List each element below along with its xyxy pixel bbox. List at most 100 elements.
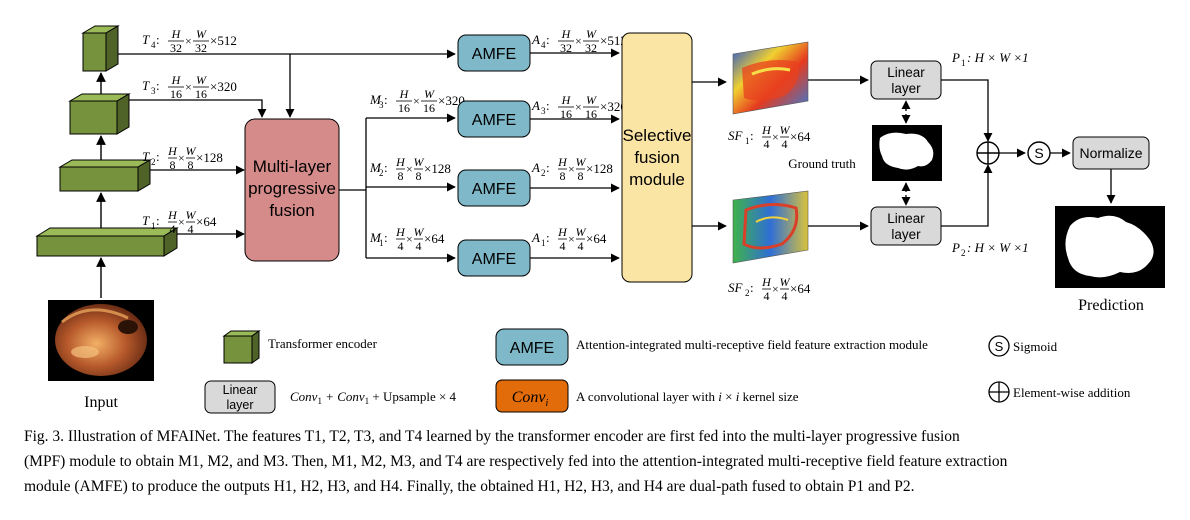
- feature-name: T: [142, 213, 150, 228]
- fraction-denominator: 32: [560, 41, 572, 55]
- feature-separator: :: [546, 160, 550, 175]
- element-wise-addition-node: [976, 141, 1000, 165]
- legend-sigmoid-text: Sigmoid: [1013, 339, 1058, 354]
- times-sign: ×: [568, 232, 575, 246]
- fraction-numerator: W: [414, 225, 425, 239]
- linear-top-line2: layer: [891, 81, 921, 96]
- feature-subscript: 2: [745, 288, 750, 298]
- feature-subscript: 4: [151, 40, 156, 50]
- encoder-connections: [118, 49, 456, 239]
- times-sign: ×: [568, 162, 575, 176]
- amfe-block-2: AMFE: [457, 169, 531, 207]
- legend: Transformer encoder Linear layer Conv1 +…: [204, 328, 1131, 414]
- sfm-label-line1: Selective: [623, 126, 692, 145]
- mpf-module: Multi-layer progressive fusion: [244, 118, 340, 262]
- label-m1: M1 : H4×W4×64: [369, 225, 445, 253]
- amfe-block-3: AMFE: [457, 100, 531, 138]
- normalize-label: Normalize: [1079, 145, 1142, 161]
- feature-separator: :: [546, 230, 550, 245]
- svg-text:S: S: [995, 339, 1004, 354]
- feature-name: T: [142, 149, 150, 164]
- times-sign: ×: [406, 232, 413, 246]
- figure-caption: Fig. 3. Illustration of MFAINet. The fea…: [24, 424, 1166, 499]
- fraction-numerator: H: [761, 123, 772, 137]
- times-sign: ×: [575, 34, 582, 48]
- legend-conv-box: Convi: [495, 379, 569, 413]
- output-dims: : H × W ×1: [967, 240, 1029, 255]
- times-sign: ×: [185, 34, 192, 48]
- transformer-encoder: [35, 25, 179, 298]
- sigmoid-node: S: [1027, 141, 1051, 165]
- fraction-denominator: 32: [195, 41, 207, 55]
- feature-name: A: [531, 160, 540, 175]
- legend-addition-text: Element-wise addition: [1013, 385, 1131, 400]
- mpf-label-line3: fusion: [269, 201, 314, 220]
- feature-separator: :: [384, 160, 388, 175]
- fraction-denominator: 4: [188, 222, 194, 236]
- fraction-denominator: 4: [782, 289, 788, 303]
- fraction-numerator: W: [586, 93, 597, 107]
- times-sign: ×: [772, 130, 779, 144]
- encoder-stage-4: [81, 25, 120, 72]
- output-dims: : H × W ×1: [967, 50, 1029, 65]
- normalize-block: Normalize: [1072, 136, 1150, 170]
- fraction-numerator: H: [171, 73, 182, 87]
- linear-top-to-add-arrow: [941, 79, 993, 142]
- ground-truth-label: Ground truth: [788, 156, 856, 171]
- fraction-denominator: 4: [782, 137, 788, 151]
- feature-name: A: [531, 98, 540, 113]
- svg-text:AMFE: AMFE: [510, 340, 554, 357]
- channel-count: ×64: [586, 231, 607, 246]
- feature-subscript: 4: [541, 40, 546, 50]
- fraction-numerator: W: [186, 208, 197, 222]
- legend-linear-box: Linear layer: [204, 380, 276, 414]
- fraction-numerator: W: [576, 225, 587, 239]
- fraction-numerator: H: [557, 225, 568, 239]
- amfe-2-label: AMFE: [472, 181, 516, 198]
- feature-separator: :: [156, 149, 160, 164]
- fraction-denominator: 4: [560, 239, 566, 253]
- fraction-numerator: H: [171, 27, 182, 41]
- fraction-denominator: 16: [585, 107, 597, 121]
- fraction-numerator: H: [761, 275, 772, 289]
- channel-count: ×320: [600, 99, 627, 114]
- legend-amfe-box: AMFE: [495, 328, 569, 366]
- feature-subscript: 1: [745, 136, 750, 146]
- encoder-stage-3: [68, 93, 131, 135]
- fraction-denominator: 8: [416, 169, 422, 183]
- feature-separator: :: [156, 78, 160, 93]
- times-sign: ×: [575, 100, 582, 114]
- feature-name: SF: [728, 128, 744, 143]
- feature-subscript: 2: [151, 157, 156, 167]
- times-sign: ×: [413, 94, 420, 108]
- output-name: P: [951, 50, 960, 65]
- fraction-denominator: 4: [170, 222, 176, 236]
- feature-separator: :: [750, 128, 754, 143]
- feature-name: M: [369, 230, 382, 245]
- channel-count: ×128: [586, 161, 613, 176]
- output-subscript: 1: [961, 58, 966, 68]
- encoder-stage-1: [35, 227, 179, 257]
- prediction-mask: [1055, 206, 1165, 288]
- times-sign: ×: [772, 282, 779, 296]
- label-m3: M3 : H16×W16×320: [369, 87, 465, 115]
- fraction-denominator: 4: [416, 239, 422, 253]
- feature-subscript: 2: [541, 168, 546, 178]
- fraction-denominator: 8: [170, 158, 176, 172]
- fraction-denominator: 16: [195, 87, 207, 101]
- linear-bottom-to-add-arrow: [941, 164, 993, 227]
- linear-layer-top: Linear layer: [870, 60, 942, 100]
- fraction-numerator: W: [186, 144, 197, 158]
- mpf-label-line1: Multi-layer: [253, 157, 332, 176]
- feature-name: T: [142, 32, 150, 47]
- channel-count: ×64: [196, 214, 217, 229]
- legend-linear-text: Conv1 + Conv1 + Upsample × 4: [290, 389, 457, 406]
- channel-count: ×64: [790, 129, 811, 144]
- input-label: Input: [84, 394, 118, 411]
- fraction-denominator: 8: [578, 169, 584, 183]
- fraction-numerator: W: [586, 27, 597, 41]
- legend-addition-icon: [988, 381, 1010, 403]
